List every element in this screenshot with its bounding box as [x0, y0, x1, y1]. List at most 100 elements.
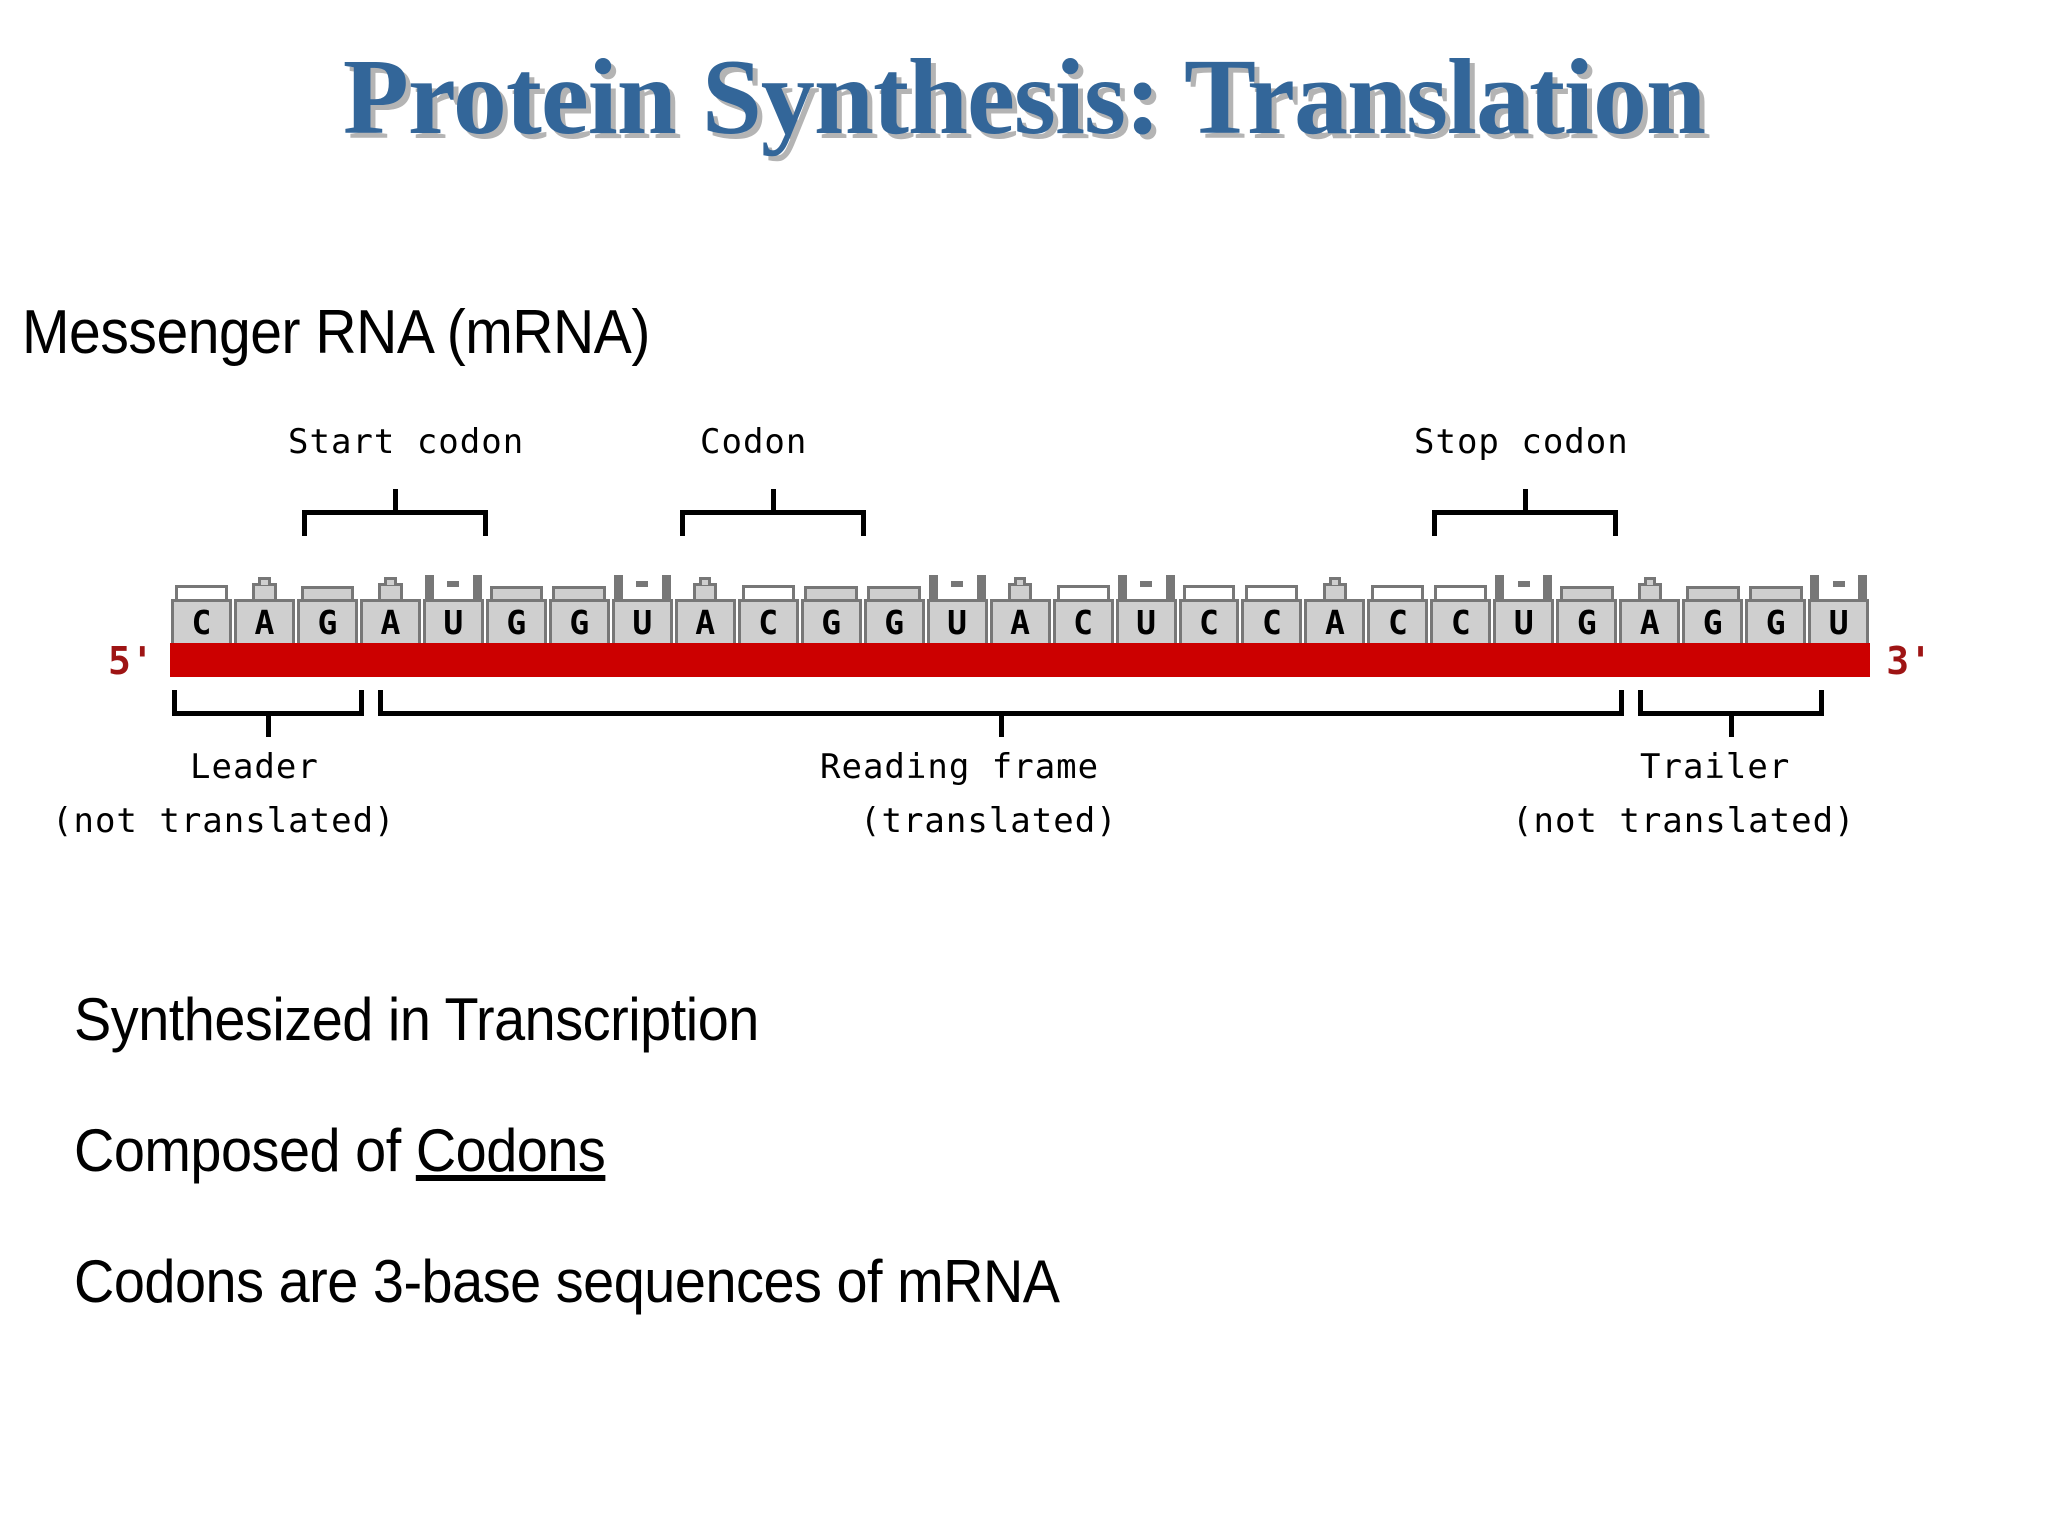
- nucleotide-letter: U: [632, 603, 653, 642]
- bullet-text: Composed of: [74, 1117, 416, 1184]
- label-trailer-sub: (not translated): [1512, 801, 1856, 841]
- nucleotide-letter: G: [506, 603, 527, 642]
- nucleotide-body: [359, 599, 421, 643]
- nucleotide-g: G: [863, 585, 925, 643]
- three-prime-label: 3': [1886, 639, 1932, 683]
- bullet-underlined-term: Codons: [415, 1117, 606, 1184]
- section-heading-mrna: Messenger RNA (mRNA): [22, 298, 650, 367]
- nucleotide-a: A: [1619, 577, 1681, 643]
- nucleotide-letter: C: [1073, 603, 1093, 642]
- nucleotide-g: G: [800, 585, 862, 643]
- nucleotide-cap: [1748, 586, 1803, 599]
- nucleotide-body: [737, 599, 799, 643]
- nucleotide-letter: G: [884, 603, 905, 642]
- nucleotide-cap: [175, 585, 228, 599]
- nucleotide-g: G: [296, 585, 358, 643]
- nucleotide-body: [800, 599, 862, 643]
- label-reading-frame-sub: (translated): [860, 801, 1118, 841]
- nucleotide-body: [1367, 599, 1429, 643]
- nucleotide-body: [171, 599, 232, 643]
- nucleotide-letter: U: [443, 603, 464, 642]
- page-title: Protein Synthesis: Translation: [342, 38, 1706, 157]
- nucleotide-letter: A: [1639, 603, 1660, 642]
- nucleotide-body: [1241, 599, 1303, 643]
- nucleotide-body: [1493, 599, 1555, 643]
- five-prime-label: 5': [108, 639, 154, 683]
- nucleotide-cap: [1685, 586, 1740, 599]
- nucleotide-cap: [378, 583, 403, 599]
- nucleotide-body: [1808, 599, 1870, 643]
- nucleotide-cap-top: [636, 581, 649, 587]
- nucleotide-body: [1556, 599, 1618, 643]
- nucleotide-body: [233, 599, 295, 643]
- nucleotide-letter: A: [1324, 603, 1345, 642]
- nucleotide-body: [485, 599, 547, 643]
- nucleotide-u: U: [1493, 575, 1555, 643]
- bracket-stem: [999, 711, 1004, 737]
- nucleotide-letter: C: [1199, 603, 1219, 642]
- nucleotide-cap: [1007, 583, 1033, 599]
- nucleotide-cap: [1182, 585, 1236, 599]
- nucleotide-cap: [693, 583, 718, 599]
- nucleotide-body: [674, 599, 736, 643]
- nucleotide-body: [863, 599, 925, 643]
- nucleotide-g: G: [485, 585, 547, 643]
- nucleotide-a: A: [233, 577, 295, 643]
- bullet-text: Codons are 3-base sequences of mRNA: [74, 1248, 1060, 1315]
- nucleotide-body: [1745, 599, 1807, 643]
- label-start-codon: Start codon: [288, 422, 525, 462]
- nucleotide-body: [989, 599, 1051, 643]
- bracket-codon: [680, 489, 866, 536]
- nucleotide-c: C: [1178, 585, 1240, 643]
- bracket-stem: [771, 489, 776, 515]
- nucleotide-body: [296, 599, 358, 643]
- nucleotide-letter: U: [1828, 603, 1849, 642]
- nucleotide-cap: [741, 585, 795, 599]
- nucleotide-cap: [1245, 585, 1299, 599]
- nucleotide-letter: G: [317, 603, 338, 642]
- nucleotide-body: [611, 599, 673, 643]
- bracket-start-codon: [302, 489, 488, 536]
- nucleotide-g: G: [1745, 585, 1807, 643]
- nucleotide-cap: [1056, 585, 1110, 599]
- nucleotide-g: G: [1682, 585, 1744, 643]
- nucleotide-c: C: [1430, 585, 1492, 643]
- label-codon: Codon: [700, 422, 808, 462]
- nucleotide-cap-top: [1328, 577, 1342, 585]
- nucleotide-body: [548, 599, 610, 643]
- nucleotide-cap: [1637, 583, 1662, 599]
- nucleotide-cap: [489, 586, 544, 599]
- nucleotide-letter: U: [947, 603, 968, 642]
- nucleotide-c: C: [737, 585, 799, 643]
- bracket-trailer: [1638, 690, 1824, 737]
- nucleotide-cap-top: [447, 581, 460, 587]
- nucleotide-body: [1304, 599, 1366, 643]
- nucleotide-letter: A: [380, 603, 401, 642]
- nucleotide-cap-top: [258, 577, 271, 585]
- nucleotide-body: [1682, 599, 1744, 643]
- nucleotide-letter: C: [1450, 603, 1471, 642]
- nucleotide-letter: A: [254, 603, 275, 642]
- bracket-reading-frame: [378, 690, 1624, 737]
- label-leader: Leader: [190, 747, 319, 787]
- bracket-stem: [1523, 489, 1528, 515]
- nucleotide-cap-top: [1517, 581, 1530, 587]
- nucleotide-cap: [1322, 583, 1348, 599]
- nucleotide-body: [1619, 599, 1681, 643]
- nucleotide-body: [422, 599, 484, 643]
- nucleotide-cap: [1495, 575, 1553, 599]
- nucleotide-cap: [424, 575, 482, 599]
- nucleotide-letter: G: [1702, 603, 1723, 642]
- nucleotide-cap: [552, 586, 607, 599]
- nucleotide-cap: [1810, 575, 1868, 599]
- nucleotide-g: G: [1556, 585, 1618, 643]
- nucleotide-u: U: [1808, 575, 1870, 643]
- nucleotide-cap: [1371, 585, 1425, 599]
- nucleotide-cap: [867, 586, 921, 599]
- nucleotide-body: [926, 599, 988, 643]
- nucleotide-u: U: [926, 575, 988, 643]
- nucleotide-c: C: [171, 585, 232, 643]
- nucleotide-cap: [300, 586, 355, 599]
- label-stop-codon: Stop codon: [1414, 422, 1629, 462]
- nucleotide-c: C: [1367, 585, 1429, 643]
